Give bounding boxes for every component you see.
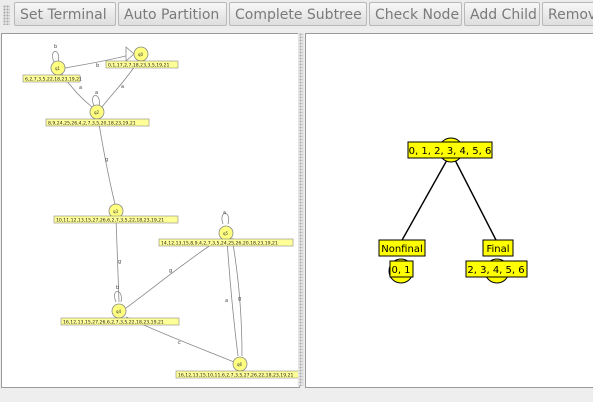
state-q0-set: 0,1,17,2,7,18,23,3,5,19,21 [108, 63, 169, 69]
toolbar-grip[interactable] [3, 5, 10, 25]
state-q2-set: 8,9,24,25,26,4,2,7,3,5,20,18,23,19,21 [48, 121, 136, 127]
partition-tree: 0, 1, 2, 3, 4, 5, 6 Nonfinal 0, 1 Final … [378, 137, 528, 284]
state-q0[interactable]: q0 0,1,17,2,7,18,23,3,5,19,21 [105, 46, 179, 69]
edge-start-arrow [125, 46, 135, 62]
state-q0-id: q0 [138, 52, 144, 57]
state-q5-set: 14,12,13,15,8,9,4,2,7,3,5,24,25,26,20,18… [161, 241, 278, 247]
set-terminal-button[interactable]: Set Terminal [14, 2, 116, 26]
edge-label-q1-q2: a [79, 85, 82, 91]
edge-label-q0-q1: b [96, 63, 99, 69]
state-q6-set: 16,12,13,15,10,11,6,2,7,3,5,27,26,22,18,… [178, 373, 294, 379]
complete-subtree-button[interactable]: Complete Subtree [229, 2, 367, 26]
state-q5[interactable]: q5 14,12,13,15,8,9,4,2,7,3,5,24,25,26,20… [158, 225, 294, 247]
edge-q5-q6-b [231, 237, 243, 357]
edge-label-q3-q4: g [118, 259, 121, 265]
state-q1-set: 6,2,7,3,5,22,18,23,19,21 [25, 77, 82, 83]
tree-edge-left [400, 159, 448, 243]
edge-label-q5-loop: a [223, 210, 226, 216]
edge-q5-loop [221, 213, 230, 225]
edge-label-q2-q3: g [105, 157, 108, 163]
add-child-button[interactable]: Add Child [464, 2, 540, 26]
state-q2[interactable]: q2 8,9,24,25,26,4,2,7,3,5,20,18,23,19,21 [45, 104, 150, 127]
edge-q5-q4 [125, 239, 219, 309]
state-q1[interactable]: q1 6,2,7,3,5,22,18,23,19,21 [22, 60, 82, 83]
edge-q2-q3 [97, 117, 116, 205]
tree-nonfinal-node[interactable]: Nonfinal 0, 1 [378, 239, 426, 284]
edge-q4-loop [114, 291, 122, 303]
state-q5-id: q5 [223, 231, 229, 236]
edge-label-q1-loop: b [54, 44, 57, 50]
state-q3-id: q3 [113, 209, 119, 214]
state-q3[interactable]: q3 10,11,12,13,15,27,26,6,2,7,3,5,22,18,… [53, 203, 179, 224]
edge-label-q0-q2: a [121, 84, 124, 90]
edge-label-q5-q6-b: g [238, 296, 241, 302]
state-q2-id: q2 [94, 110, 100, 115]
state-q3-set: 10,11,12,13,15,27,26,6,2,7,3,5,22,18,23,… [56, 218, 164, 224]
remove-button[interactable]: Remove [542, 2, 593, 26]
edge-q2-loop [92, 95, 100, 107]
edge-label-q2-loop: a [95, 90, 98, 96]
tree-root-node[interactable]: 0, 1, 2, 3, 4, 5, 6 [407, 137, 493, 163]
automaton-canvas[interactable]: b b a a a g g b g a a g c q0 0,1,17,2,7,… [1, 33, 300, 388]
edge-label-q4-q6: c [178, 340, 181, 346]
tree-final-label: Final [486, 244, 509, 255]
partition-tree-canvas[interactable]: 0, 1, 2, 3, 4, 5, 6 Nonfinal 0, 1 Final … [305, 33, 593, 388]
check-node-button[interactable]: Check Node [369, 2, 462, 26]
auto-partition-button[interactable]: Auto Partition [118, 2, 227, 26]
state-q4-set: 16,12,13,15,27,26,6,2,7,3,5,22,18,23,19,… [63, 320, 164, 326]
tree-root-label: 0, 1, 2, 3, 4, 5, 6 [409, 146, 492, 157]
pane-splitter[interactable] [298, 33, 304, 386]
edge-label-q5-q4: g [169, 268, 172, 274]
tree-nonfinal-label: Nonfinal [381, 244, 422, 255]
state-q1-id: q1 [55, 66, 61, 71]
splitter-grip[interactable] [299, 33, 303, 386]
tree-edge-right [454, 159, 498, 243]
tree-final-states: 2, 3, 4, 5, 6 [467, 265, 524, 276]
edge-q3-q4 [115, 217, 120, 303]
edge-q5-q6-a [226, 239, 239, 357]
toolbar: Set Terminal Auto Partition Complete Sub… [0, 0, 593, 29]
edge-label-q5-q6-a: a [225, 298, 228, 304]
edge-q1-loop [52, 51, 60, 63]
state-q6[interactable]: q6 16,12,13,15,10,11,6,2,7,3,5,27,26,22,… [175, 356, 299, 379]
state-q4-id: q4 [116, 309, 122, 314]
tree-nonfinal-states: 0, 1 [391, 265, 410, 276]
tree-final-node[interactable]: Final 2, 3, 4, 5, 6 [465, 239, 528, 284]
state-q4[interactable]: q4 16,12,13,15,27,26,6,2,7,3,5,22,18,23,… [60, 303, 180, 326]
automaton-graph: b b a a a g g b g a a g c q0 0,1,17,2,7,… [22, 44, 299, 379]
state-q6-id: q6 [237, 362, 243, 367]
status-strip [0, 388, 593, 402]
edge-label-q4-loop: b [116, 285, 119, 291]
